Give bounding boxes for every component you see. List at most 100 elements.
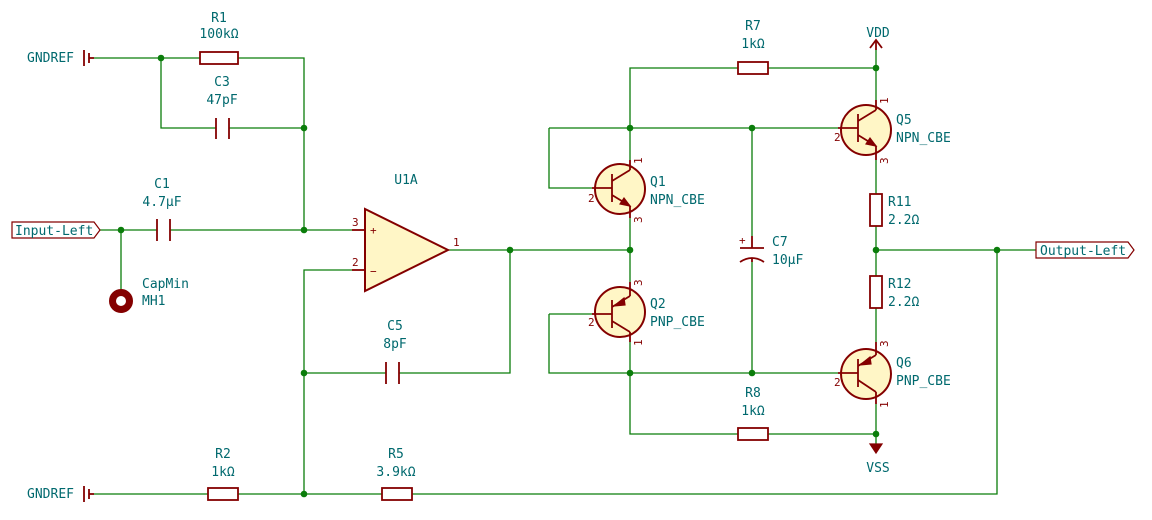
transistor-collector: [611, 169, 631, 182]
transistor-body: [840, 104, 892, 156]
r8-value: 1kΩ: [741, 404, 765, 419]
power-vss: VSS: [866, 443, 890, 476]
capacitor-c5: C5 8pF: [383, 319, 407, 384]
junction-dot: [993, 246, 1001, 254]
capacitor-c7: + C7 10µF: [739, 234, 803, 268]
resistor-r5: R5 3.9kΩ: [376, 447, 416, 501]
junction-dot: [300, 124, 308, 132]
q6-pin-c: 1: [878, 401, 891, 408]
q1-value: NPN_CBE: [650, 193, 705, 208]
transistor-body: [594, 286, 646, 338]
vss-arrow-icon: [868, 443, 884, 455]
r1-ref: R1: [211, 11, 227, 26]
capacitor-c1: C1 4.7µF: [142, 177, 182, 241]
resistor-r11: R11 2.2Ω: [869, 193, 919, 228]
wire-r7-left: [629, 67, 738, 128]
transistor-q2: 2 1 3 Q2 PNP_CBE: [588, 279, 705, 346]
resistor-r8: R8 1kΩ: [737, 386, 769, 441]
wire-r1-node: [238, 57, 305, 230]
gndref-top: GNDREF: [27, 50, 94, 66]
transistor-body: [594, 163, 646, 215]
q6-pin-e: 3: [878, 340, 891, 347]
resistor-r7: R7 1kΩ: [737, 19, 769, 75]
junctions: [117, 54, 1001, 498]
junction-dot: [626, 369, 634, 377]
mh1-ref: MH1: [142, 294, 165, 309]
q6-value: PNP_CBE: [896, 374, 951, 389]
transistor-collector: [611, 320, 631, 333]
resistor-r2: R2 1kΩ: [207, 447, 239, 501]
resistor-body: [207, 487, 239, 501]
c1-value: 4.7µF: [142, 195, 181, 210]
wire-bottom-rail: [548, 314, 838, 374]
resistor-r12: R12 2.2Ω: [869, 275, 919, 310]
transistor-body: [840, 348, 892, 400]
resistor-r1: R1 100kΩ: [199, 11, 239, 65]
r8-ref: R8: [745, 386, 761, 401]
q2-pin-c: 1: [632, 339, 645, 346]
r2-ref: R2: [215, 447, 231, 462]
q1-pin-c: 1: [632, 157, 645, 164]
q2-pin-b: 2: [588, 316, 595, 329]
wire-r5-output: [412, 250, 998, 495]
resistor-body: [737, 427, 769, 441]
q1-pin-e: 3: [632, 216, 645, 223]
junction-dot: [157, 54, 165, 62]
transistor-q1: 2 1 3 Q1 NPN_CBE: [588, 157, 705, 223]
u1a-pin-minus: 2: [352, 256, 359, 269]
transistor-q5: 2 1 3 Q5 NPN_CBE: [834, 97, 951, 164]
input-left-port: Input-Left: [11, 221, 101, 239]
junction-dot: [626, 124, 634, 132]
r7-value: 1kΩ: [741, 37, 765, 52]
r5-ref: R5: [388, 447, 404, 462]
output-port-flag: [1035, 241, 1135, 259]
resistor-body: [737, 61, 769, 75]
u1a-ref: U1A: [394, 173, 418, 188]
transistor-q6: 2 1 3 Q6 PNP_CBE: [834, 340, 951, 408]
input-left-label: Input-Left: [15, 224, 93, 239]
c5-ref: C5: [387, 319, 403, 334]
wire-c5-right: [399, 250, 511, 374]
junction-dot: [872, 246, 880, 254]
q5-pin-b: 2: [834, 131, 841, 144]
junction-dot: [300, 369, 308, 377]
junction-dot: [300, 490, 308, 498]
capacitor-c3: C3 47pF: [206, 75, 238, 139]
q1-pin-b: 2: [588, 192, 595, 205]
wires: [94, 50, 1036, 495]
junction-dot: [872, 430, 880, 438]
r5-value: 3.9kΩ: [376, 465, 415, 480]
transistor-collector: [857, 379, 877, 393]
r11-value: 2.2Ω: [888, 213, 919, 228]
u1a-pin-plus: 3: [352, 216, 359, 229]
emitter-arrow-icon: [865, 136, 878, 147]
q1-ref: Q1: [650, 175, 666, 190]
junction-dot: [117, 226, 125, 234]
wire-q1-base: [548, 128, 592, 189]
c1-ref: C1: [154, 177, 170, 192]
wire-c3-left: [160, 58, 216, 129]
r11-ref: R11: [888, 195, 911, 210]
gndref-top-label: GNDREF: [27, 51, 74, 66]
r12-ref: R12: [888, 277, 911, 292]
output-left-label: Output-Left: [1040, 244, 1126, 259]
gndref-bottom: GNDREF: [27, 486, 94, 502]
vss-label: VSS: [866, 461, 889, 476]
q2-ref: Q2: [650, 297, 666, 312]
q5-pin-e: 3: [878, 157, 891, 164]
u1a-pin-out: 1: [453, 236, 460, 249]
c7-plus-sign: +: [739, 234, 746, 247]
resistor-body: [869, 193, 883, 227]
c7-value: 10µF: [772, 253, 803, 268]
c3-value: 47pF: [206, 93, 237, 108]
resistor-body: [869, 275, 883, 309]
opamp-plus-sign: +: [370, 224, 377, 237]
r1-value: 100kΩ: [199, 27, 238, 42]
emitter-arrow-icon: [612, 296, 626, 307]
q5-value: NPN_CBE: [896, 131, 951, 146]
opamp-u1a: + − U1A 3 2 1: [352, 173, 460, 293]
q6-pin-b: 2: [834, 376, 841, 389]
gndref-bottom-label: GNDREF: [27, 487, 74, 502]
mounting-hole-inner: [116, 296, 126, 306]
wire-r8-left: [629, 342, 738, 435]
